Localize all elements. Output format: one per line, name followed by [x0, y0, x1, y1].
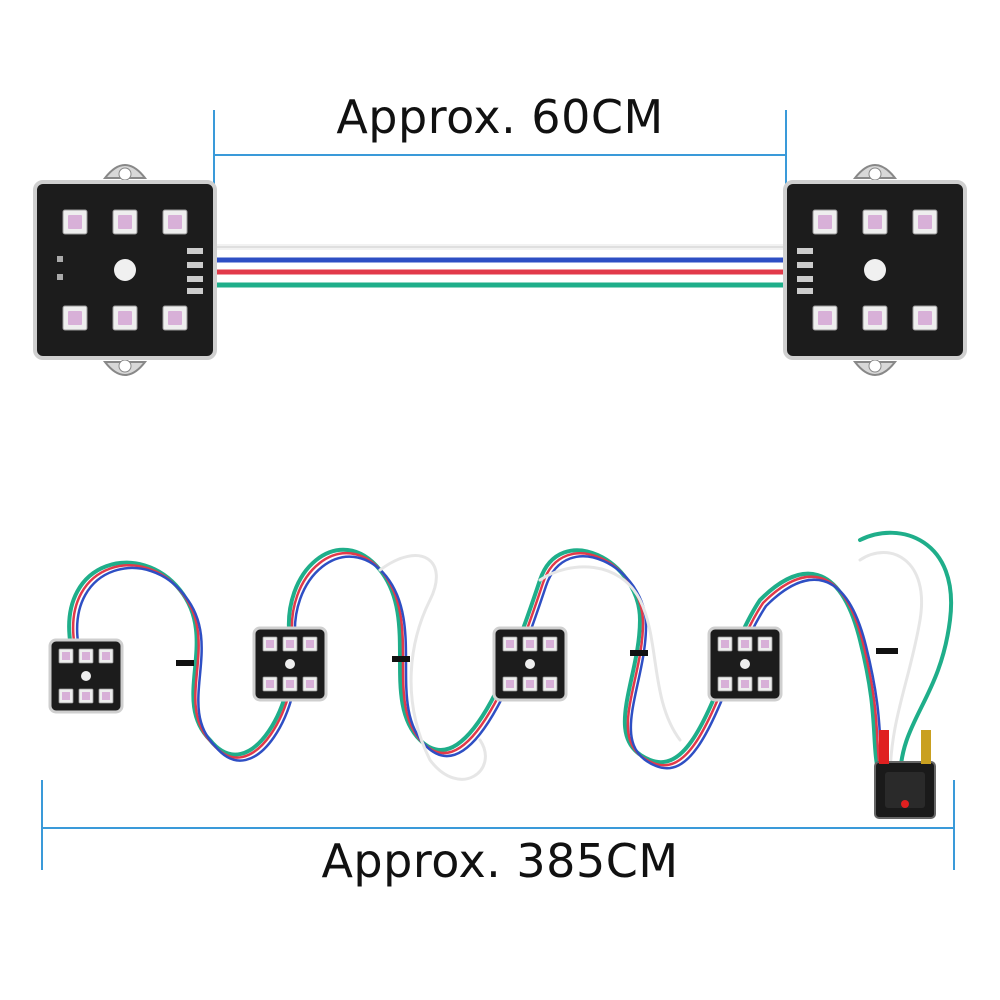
led-module-icon	[783, 164, 967, 376]
short-span-label: Approx. 60CM	[336, 90, 664, 144]
rocker-switch-icon	[874, 730, 936, 819]
zip-tie-icon	[630, 650, 648, 656]
led-module-icon	[494, 628, 566, 700]
led-module-icon	[50, 640, 122, 712]
led-module-icon	[709, 628, 781, 700]
led-module-icon	[254, 628, 326, 700]
zip-tie-icon	[392, 656, 410, 662]
zip-tie-icon	[176, 660, 194, 666]
wire-harness	[67, 530, 954, 788]
full-span-label: Approx. 385CM	[321, 834, 679, 888]
dimension-line-385cm	[41, 780, 955, 870]
connecting-wires	[205, 244, 795, 288]
dimension-line-60cm	[213, 110, 787, 190]
zip-tie-icon	[876, 648, 898, 654]
led-module-icon	[33, 164, 217, 376]
